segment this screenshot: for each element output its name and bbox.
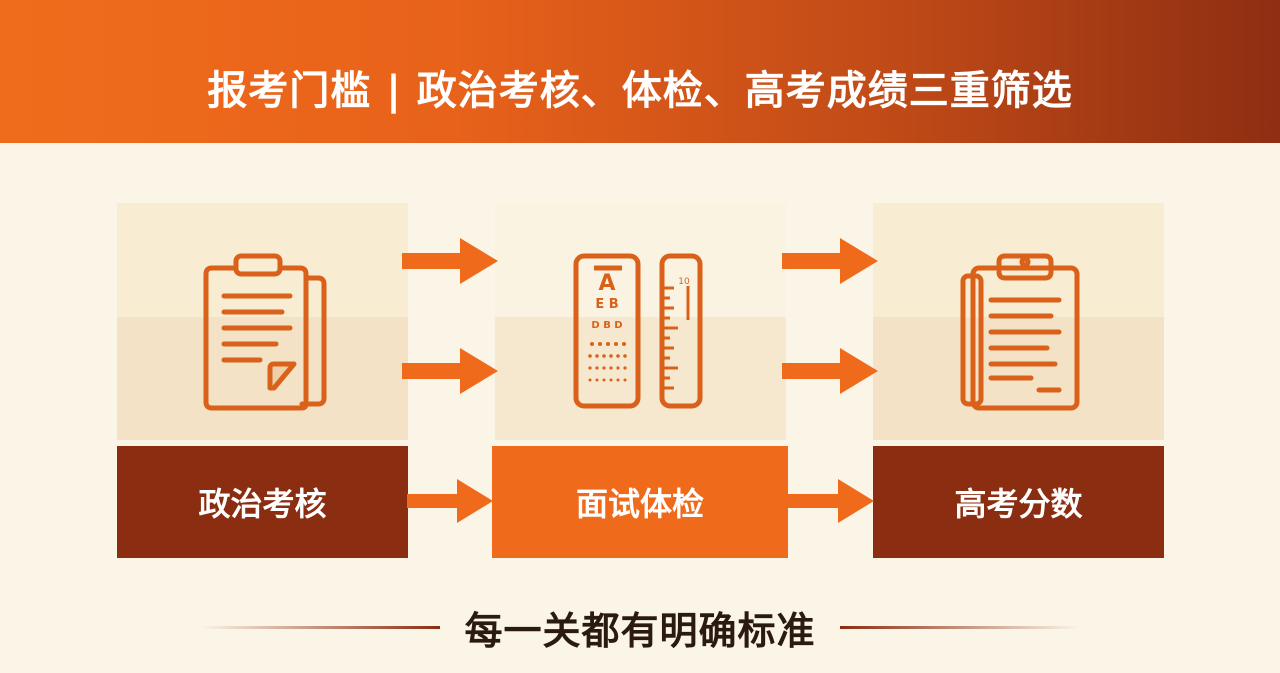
step-label-political: 政治考核 bbox=[117, 446, 408, 558]
arrow-right-icon bbox=[407, 479, 493, 523]
arrow-right-icon bbox=[788, 479, 874, 523]
footer: 每一关都有明确标准 bbox=[0, 592, 1280, 662]
eye-chart-row-2: E B bbox=[595, 297, 618, 312]
step-label-score: 高考分数 bbox=[873, 446, 1164, 558]
footer-divider-left bbox=[200, 625, 441, 629]
arrow-right-icon bbox=[402, 348, 498, 394]
eye-chart-ruler-icon: A E B D B D 10 bbox=[573, 253, 703, 409]
step-panel-score bbox=[873, 203, 1164, 440]
step-panel-political bbox=[117, 203, 408, 440]
step-label-physical: 面试体检 bbox=[492, 446, 788, 558]
clipboard-document-icon bbox=[203, 253, 327, 411]
clipboard-list-icon bbox=[960, 253, 1080, 411]
page-title: 报考门槛 | 政治考核、体检、高考成绩三重筛选 bbox=[207, 67, 1073, 114]
arrow-right-icon bbox=[782, 238, 878, 284]
footer-divider-right bbox=[839, 625, 1080, 629]
footer-text: 每一关都有明确标准 bbox=[464, 608, 816, 653]
arrow-right-icon bbox=[402, 238, 498, 284]
arrow-right-icon bbox=[782, 348, 878, 394]
ruler-mark: 10 bbox=[678, 277, 690, 287]
eye-chart-row-3: D B D bbox=[591, 320, 622, 331]
header-banner bbox=[0, 0, 1280, 143]
eye-chart-row-1: A bbox=[598, 271, 615, 296]
